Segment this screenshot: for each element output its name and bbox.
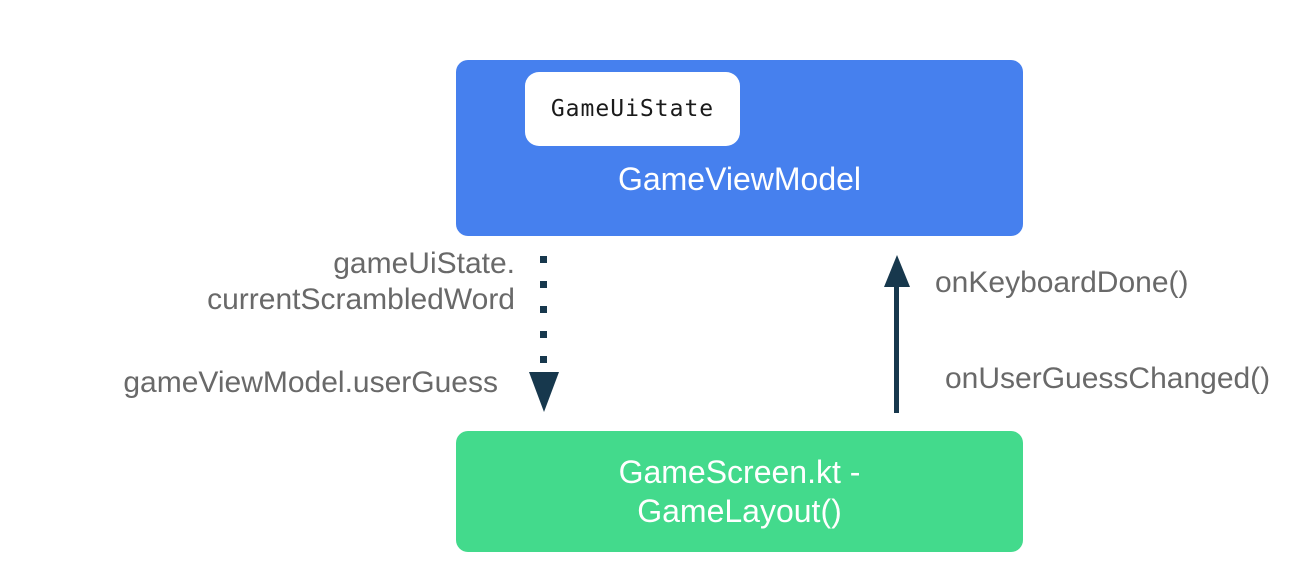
viewmodel-box: GameUiState GameViewModel bbox=[456, 60, 1023, 236]
arrow-down-icon bbox=[529, 372, 559, 412]
user-guess-label: gameViewModel.userGuess bbox=[123, 366, 498, 399]
event-flow-line bbox=[894, 284, 899, 413]
game-ui-state-chip: GameUiState bbox=[525, 72, 740, 146]
screen-box-title: GameScreen.kt - GameLayout() bbox=[619, 453, 861, 531]
screen-box-title-line2: GameLayout() bbox=[637, 492, 842, 529]
viewmodel-box-title: GameViewModel bbox=[617, 161, 862, 197]
state-flow-label-line1: gameUiState. bbox=[333, 247, 515, 280]
on-user-guess-changed-label: onUserGuessChanged() bbox=[945, 362, 1271, 395]
screen-box-title-line1: GameScreen.kt - bbox=[618, 453, 861, 490]
arrow-up-icon bbox=[884, 255, 910, 287]
state-flow-label: gameUiState. currentScrambledWord bbox=[207, 246, 515, 318]
on-keyboard-done-label: onKeyboardDone() bbox=[935, 266, 1189, 299]
state-flow-dotted-line bbox=[540, 256, 547, 363]
state-flow-label-line2: currentScrambledWord bbox=[207, 283, 515, 316]
screen-box: GameScreen.kt - GameLayout() bbox=[456, 431, 1023, 552]
game-ui-state-chip-label: GameUiState bbox=[550, 96, 715, 122]
